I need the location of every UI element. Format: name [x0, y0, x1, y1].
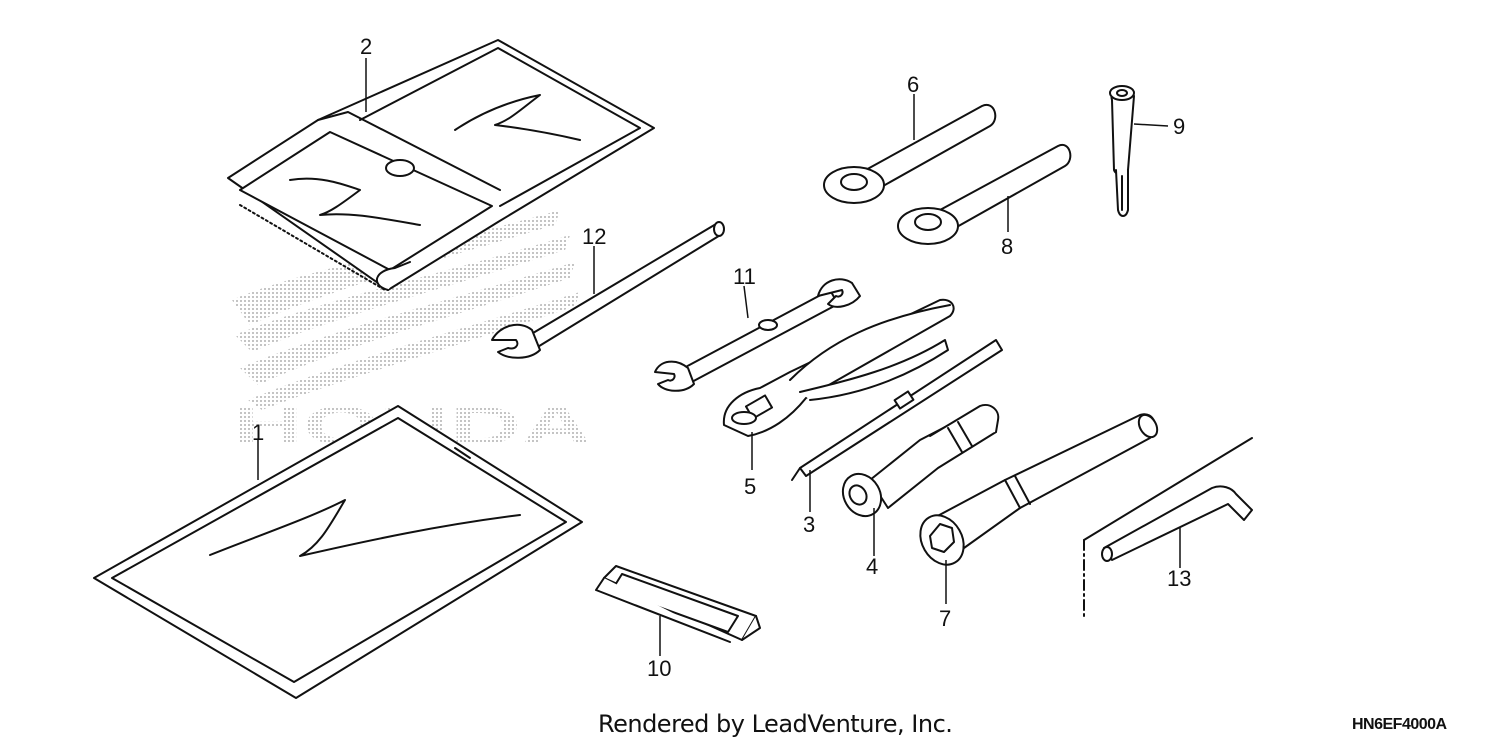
part-10-strap[interactable] — [595, 565, 761, 643]
part-11-double-wrench[interactable] — [654, 278, 861, 392]
diagram-code: HN6EF4000A — [1352, 716, 1447, 733]
callout-3: 3 — [803, 512, 815, 537]
callout-5: 5 — [744, 474, 756, 499]
callout-7: 7 — [939, 606, 951, 631]
callout-13: 13 — [1167, 566, 1191, 591]
callout-8: 8 — [1001, 234, 1013, 259]
part-5-pliers[interactable] — [722, 298, 955, 437]
callout-1: 1 — [252, 420, 264, 445]
callout-12: 12 — [582, 224, 606, 249]
callout-2: 2 — [360, 34, 372, 59]
part-12-long-wrench[interactable] — [491, 221, 725, 359]
callout-labels: 1 2 3 4 5 6 7 8 9 10 11 12 13 — [252, 34, 1191, 681]
part-3-screwdriver-shaft[interactable] — [791, 339, 1003, 481]
part-13-hex-key[interactable] — [1083, 437, 1253, 617]
callout-6: 6 — [907, 72, 919, 97]
part-7-box-wrench[interactable] — [912, 412, 1161, 573]
callout-9: 9 — [1173, 114, 1185, 139]
part-8-ring-spanner[interactable] — [897, 143, 1072, 245]
callout-4: 4 — [866, 554, 878, 579]
leader-lines — [257, 58, 1181, 656]
footer-credit: Rendered by LeadVenture, Inc. — [598, 710, 953, 738]
part-1-bag[interactable] — [93, 405, 583, 699]
callout-10: 10 — [647, 656, 671, 681]
callout-11: 11 — [733, 264, 756, 289]
part-4-handle-wrench[interactable] — [835, 404, 1000, 523]
part-2-tool-bag[interactable] — [227, 39, 655, 291]
part-6-ring-spanner[interactable] — [823, 103, 997, 204]
part-9-screwdriver[interactable] — [1109, 85, 1135, 217]
